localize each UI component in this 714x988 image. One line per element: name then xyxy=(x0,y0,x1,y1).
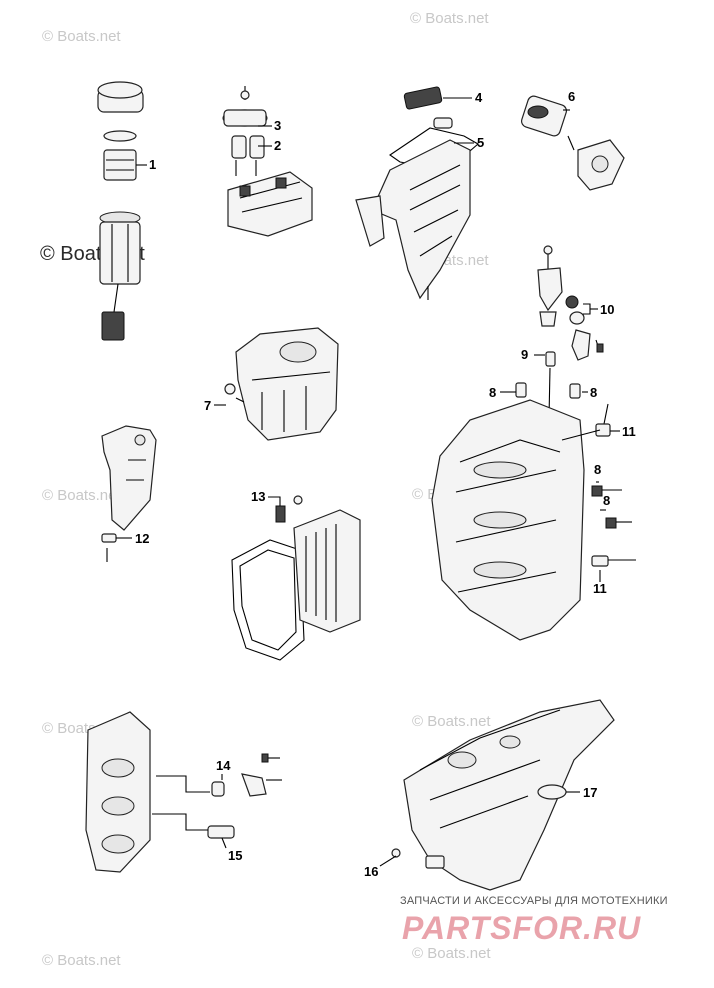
callout-10: 10 xyxy=(600,302,614,317)
callout-13: 13 xyxy=(251,489,265,504)
watermark: © Boats.net xyxy=(412,945,491,962)
callout-7: 7 xyxy=(204,398,211,413)
watermark: © Boats.net xyxy=(42,487,121,504)
callout-8: 8 xyxy=(590,385,597,400)
throttle-body-assembly xyxy=(222,86,313,237)
callout-3: 3 xyxy=(274,118,281,133)
oil-filter-assembly xyxy=(520,95,625,191)
watermark: © Boats.net xyxy=(412,713,491,730)
cylinder-block xyxy=(431,351,636,641)
callout-14: 14 xyxy=(216,758,231,773)
callout-5: 5 xyxy=(477,135,484,150)
callout-6: 6 xyxy=(568,89,575,104)
watermark: © Boats.net xyxy=(42,952,121,969)
intake-manifold xyxy=(355,86,479,300)
callout-17: 17 xyxy=(583,785,597,800)
gasket-assembly xyxy=(231,495,361,661)
watermark: © Boats.net xyxy=(410,10,489,27)
driveshaft-housing xyxy=(391,699,615,891)
callout-12: 12 xyxy=(135,531,149,546)
callout-11: 11 xyxy=(593,581,607,596)
callout-2: 2 xyxy=(274,138,281,153)
callout-11: 11 xyxy=(622,424,636,439)
leader-lines xyxy=(116,97,620,867)
callout-8: 8 xyxy=(489,385,496,400)
callout-labels: 1 2 3 4 5 6 7 8 8 8 8 9 10 11 11 12 13 1… xyxy=(135,89,636,879)
callout-1: 1 xyxy=(149,157,156,172)
brand-tagline: ЗАПЧАСТИ И АКСЕССУАРЫ ДЛЯ МОТОТЕХНИКИ xyxy=(400,895,668,907)
callout-15: 15 xyxy=(228,848,242,863)
callout-16: 16 xyxy=(364,864,378,879)
exhaust-housing xyxy=(224,327,339,441)
cylinder-head xyxy=(85,711,282,873)
callout-4: 4 xyxy=(475,90,483,105)
fuel-filter-assembly xyxy=(97,81,144,341)
callout-8: 8 xyxy=(603,493,610,508)
callout-8: 8 xyxy=(594,462,601,477)
watermark: © Boats.net xyxy=(42,28,121,45)
mounting-bracket xyxy=(101,425,157,562)
brand-logo: PARTSFOR.RU xyxy=(402,910,642,946)
sensor-assembly xyxy=(537,245,604,361)
callout-9: 9 xyxy=(521,347,528,362)
